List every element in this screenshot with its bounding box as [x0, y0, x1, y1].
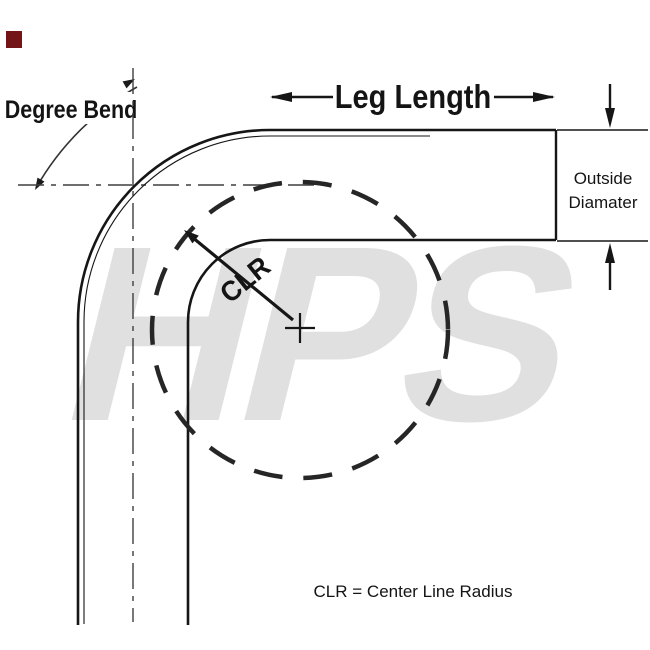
leg-length-arrowhead-right — [533, 92, 555, 102]
watermark: HPS — [42, 193, 602, 473]
od-arrowhead-bottom — [605, 243, 615, 263]
tube-outline-inner — [186, 238, 556, 625]
degree-bend-label: Degree Bend — [5, 95, 138, 123]
leg-length-label: Leg Length — [335, 78, 491, 115]
clr-arrow-line — [190, 235, 295, 322]
leg-length-arrowhead-left — [270, 92, 292, 102]
clr-circle — [149, 179, 451, 481]
outside-diameter-label-line1: Outside — [574, 169, 633, 188]
degree-bend-arrowhead-bottom — [35, 177, 45, 190]
od-arrowhead-top — [605, 108, 615, 128]
degree-bend-label-bg — [2, 92, 140, 124]
logo-mark — [6, 31, 22, 48]
clr-arrowhead — [184, 230, 199, 244]
tube-outline-outer — [76, 128, 556, 625]
degree-bend-arrowhead-top — [122, 79, 135, 89]
clr-definition-footnote: CLR = Center Line Radius — [314, 582, 513, 601]
outside-diameter-label-line2: Diamater — [569, 193, 638, 212]
tube-outer-wall-inner-line — [83, 135, 430, 624]
